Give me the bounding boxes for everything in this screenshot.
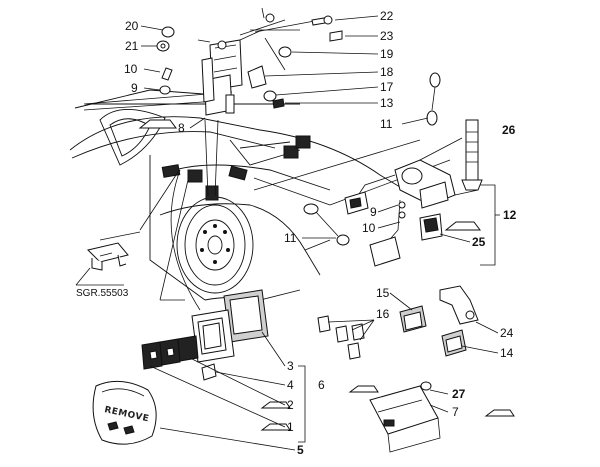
rod-and-clips [156, 7, 286, 95]
antenna-26 [461, 119, 483, 191]
callout-22: 22 [380, 9, 394, 23]
callout-15: 15 [376, 286, 390, 300]
callout-25: 25 [472, 235, 486, 249]
callout-11-top: 11 [380, 117, 393, 131]
ground-strap-11-bottom [303, 203, 350, 246]
callout-8: 8 [178, 121, 185, 135]
callout-10-lock: 10 [362, 221, 376, 235]
bracket-12 [480, 184, 496, 266]
ground-strap-11-top [426, 72, 441, 126]
callout-24: 24 [500, 326, 514, 340]
callout-3: 3 [287, 359, 294, 373]
sgr-reference: SGR.55503 [76, 288, 129, 299]
car-mounted-connectors [161, 135, 311, 201]
callout-21: 21 [125, 39, 139, 53]
callout-13: 13 [380, 96, 394, 110]
callout-16: 16 [376, 307, 390, 321]
motor-assembly-8 [197, 29, 263, 116]
small-parts-right-top [247, 15, 343, 109]
callout-17: 17 [380, 80, 394, 94]
wheel [176, 196, 254, 294]
sgr-part [87, 242, 129, 271]
callout-11-bottom: 11 [284, 231, 297, 245]
callout-18: 18 [380, 65, 394, 79]
callout-6: 6 [318, 378, 325, 392]
relays-and-fuses [317, 285, 479, 453]
callout-7: 7 [452, 405, 459, 419]
callout-20: 20 [125, 19, 139, 33]
callout-1: 1 [287, 420, 294, 434]
leader-lines [83, 19, 451, 311]
callout-4: 4 [287, 378, 294, 392]
callout-2: 2 [287, 398, 294, 412]
car-outline [69, 89, 431, 301]
switch-panels [141, 289, 269, 381]
callout-10-top: 10 [124, 62, 138, 76]
callout-9-lock: 9 [370, 205, 377, 219]
callout-23: 23 [380, 29, 394, 43]
central-lock-unit-12 [344, 137, 479, 267]
callout-9-top: 9 [131, 81, 138, 95]
callout-5: 5 [297, 443, 304, 457]
callout-19: 19 [380, 47, 394, 61]
callout-14: 14 [500, 346, 514, 360]
callout-26: 26 [502, 123, 516, 137]
callout-27: 27 [452, 387, 466, 401]
callout-12: 12 [503, 208, 517, 222]
remote-key-fob: REMOVE [92, 380, 157, 445]
callout-numbers: 20 21 10 9 8 22 23 19 18 17 13 11 26 9 1… [76, 9, 517, 457]
callout-leaders [75, 15, 500, 451]
small-car-icons [138, 119, 515, 431]
